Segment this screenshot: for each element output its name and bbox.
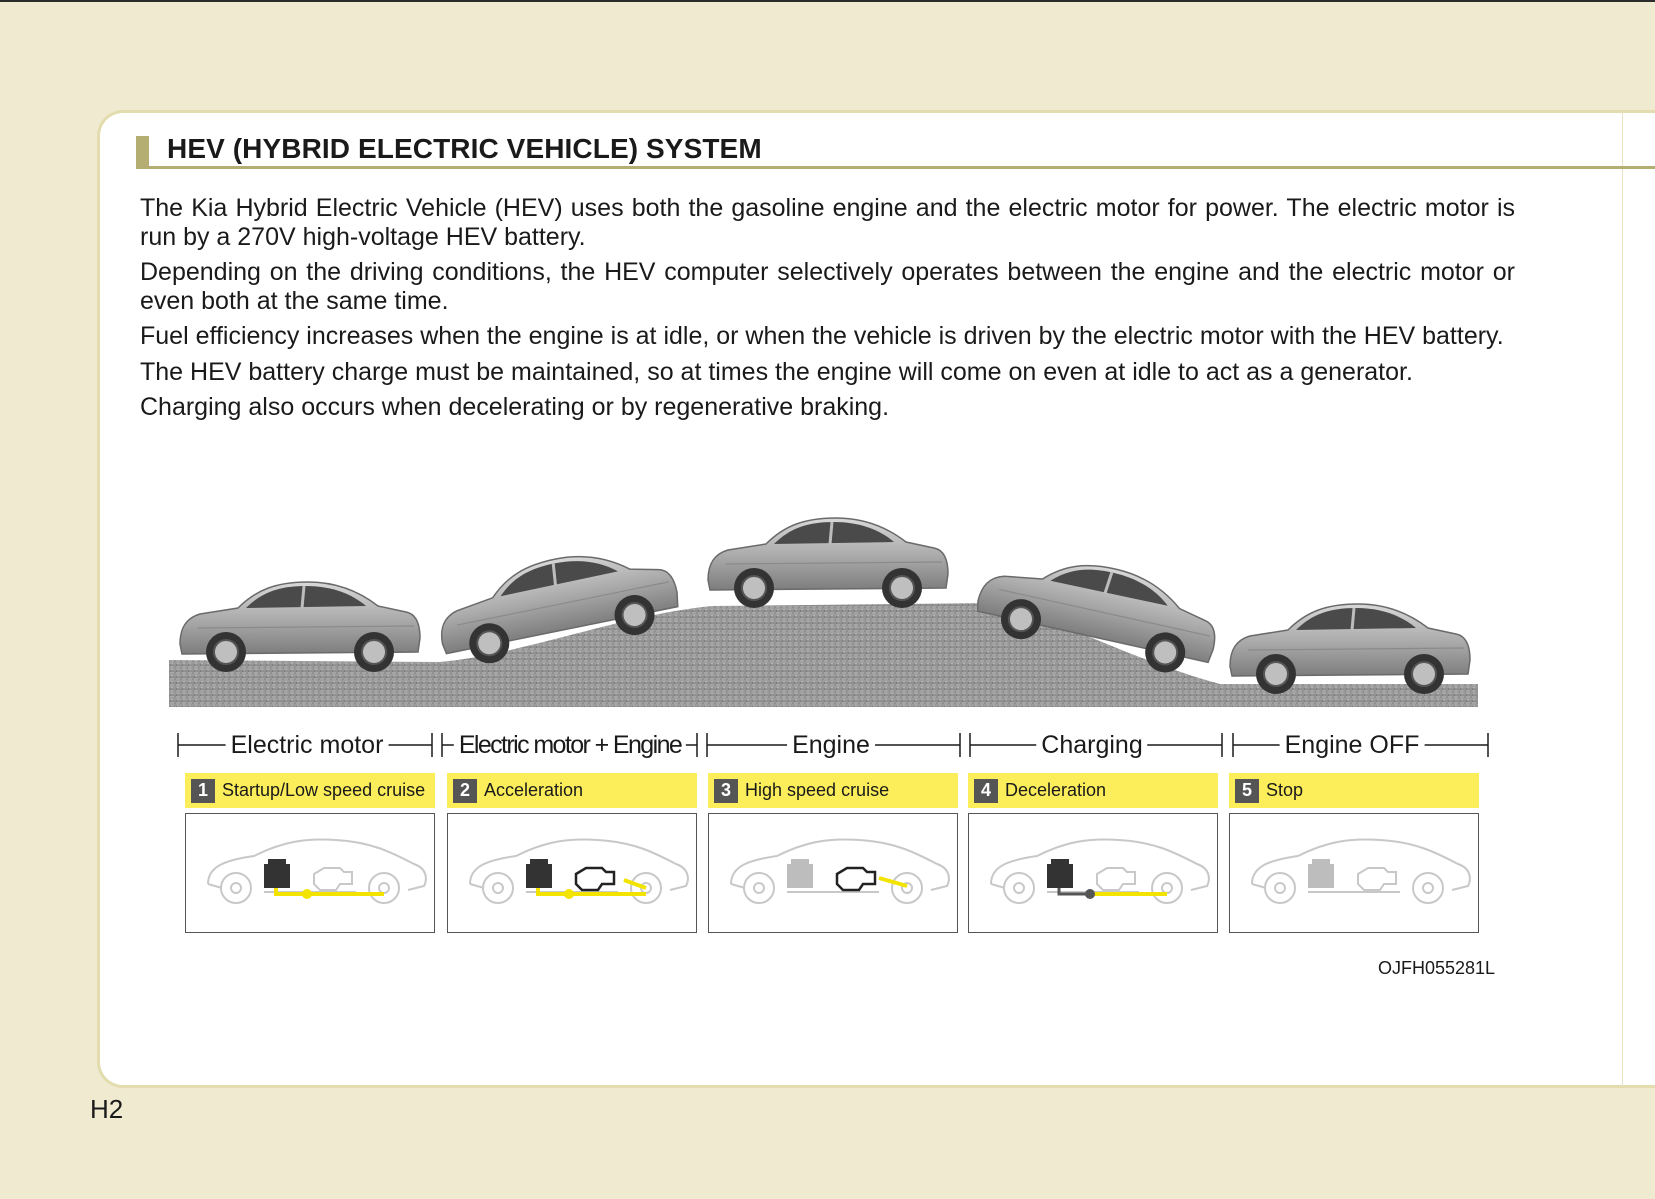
step-label-1: 1 Startup/Low speed cruise [185, 773, 435, 808]
paragraph: Depending on the driving conditions, the… [140, 258, 1515, 315]
mode-label-charging: Charging [1036, 730, 1148, 760]
step-text: Stop [1266, 780, 1304, 800]
power-flow-diagram-3 [708, 813, 958, 933]
step-number: 2 [453, 778, 477, 803]
hill-illustration [169, 516, 1489, 757]
power-flow-diagram-2 [447, 813, 697, 933]
mode-label-engine-off: Engine OFF [1279, 730, 1425, 760]
title-accent-bar [136, 136, 149, 168]
top-rule [0, 0, 1655, 2]
step-number: 3 [714, 778, 738, 803]
section-title: HEV (HYBRID ELECTRIC VEHICLE) SYSTEM [167, 133, 762, 164]
step-number: 1 [191, 778, 215, 803]
step-text: Startup/Low speed cruise [222, 780, 426, 800]
power-flow-diagram-4 [968, 813, 1218, 933]
step-label-3: 3 High speed cruise [708, 773, 958, 808]
illustration-code: OJFH055281L [1378, 958, 1496, 978]
paragraph: Charging also occurs when decelerating o… [140, 393, 890, 421]
car-1 [178, 580, 422, 674]
body-text: The Kia Hybrid Electric Vehicle (HEV) us… [140, 194, 1515, 429]
step-label-2: 2 Acceleration [447, 773, 697, 808]
mode-label-electric-motor-engine: Electric motor + Engine [453, 730, 687, 760]
panel-divider [1622, 112, 1623, 1087]
step-text: Acceleration [484, 780, 584, 800]
car-3 [706, 516, 950, 610]
car-5 [1228, 602, 1472, 696]
mode-label-engine: Engine [787, 730, 875, 760]
paragraph: The HEV battery charge must be maintaine… [140, 357, 1413, 386]
step-text: Deceleration [1005, 780, 1107, 800]
page-number: H2 [90, 1094, 124, 1124]
step-label-4: 4 Deceleration [968, 773, 1218, 808]
paragraph: Fuel efficiency increases when the engin… [140, 322, 1504, 350]
mode-label-electric-motor: Electric motor [225, 730, 389, 760]
power-flow-diagram-5 [1229, 813, 1479, 933]
paragraph: The Kia Hybrid Electric Vehicle (HEV) us… [140, 194, 1515, 251]
power-flow-diagram-1 [185, 813, 435, 933]
step-number: 5 [1235, 778, 1259, 803]
step-label-5: 5 Stop [1229, 773, 1479, 808]
step-text: High speed cruise [745, 780, 890, 800]
title-underline [136, 166, 1655, 169]
step-number: 4 [974, 778, 998, 803]
